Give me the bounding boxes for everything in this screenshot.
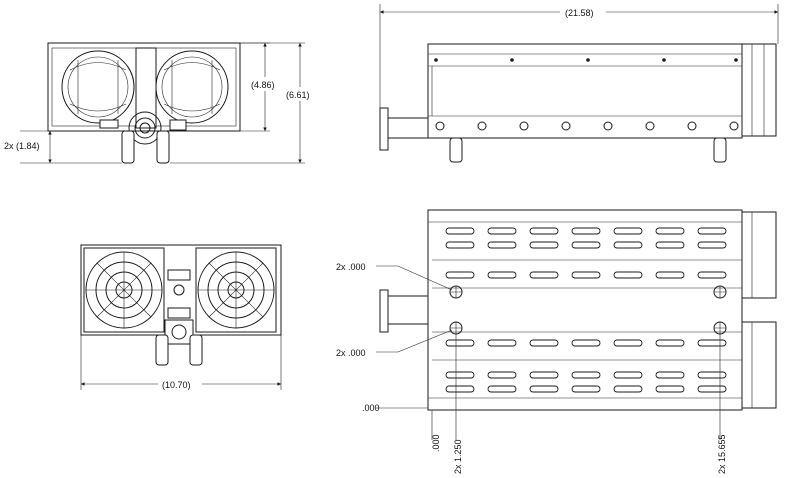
fan-icon	[61, 50, 135, 124]
vent-slots	[445, 227, 727, 393]
label-2x-000-upper: 2x .000	[336, 262, 366, 272]
label-2x-000-lower: 2x .000	[336, 348, 366, 358]
side-view: (21.58)	[379, 4, 779, 163]
front-view: (4.86) (6.61) 2x (1.84)	[4, 42, 316, 164]
label-1250: 2x 1.250	[453, 439, 463, 474]
connector-icon	[128, 111, 162, 145]
label-000-bottom: .000	[431, 434, 441, 452]
dim-left: 2x (1.84)	[4, 141, 40, 151]
label-000-left: .000	[362, 403, 380, 413]
rear-view: (10.70)	[80, 244, 282, 391]
dim-height-inner: (4.86)	[251, 80, 275, 90]
dim-width: (10.70)	[162, 380, 191, 390]
dim-length: (21.58)	[565, 8, 594, 18]
fan-grille-icon	[195, 247, 277, 333]
label-15655: 2x 15.655	[717, 434, 727, 474]
dim-height-total: (6.61)	[286, 90, 310, 100]
top-view: 2x .000 2x .000 .000 .000 2x 1.250 2x 15…	[336, 209, 777, 474]
fan-grille-icon	[83, 247, 165, 333]
